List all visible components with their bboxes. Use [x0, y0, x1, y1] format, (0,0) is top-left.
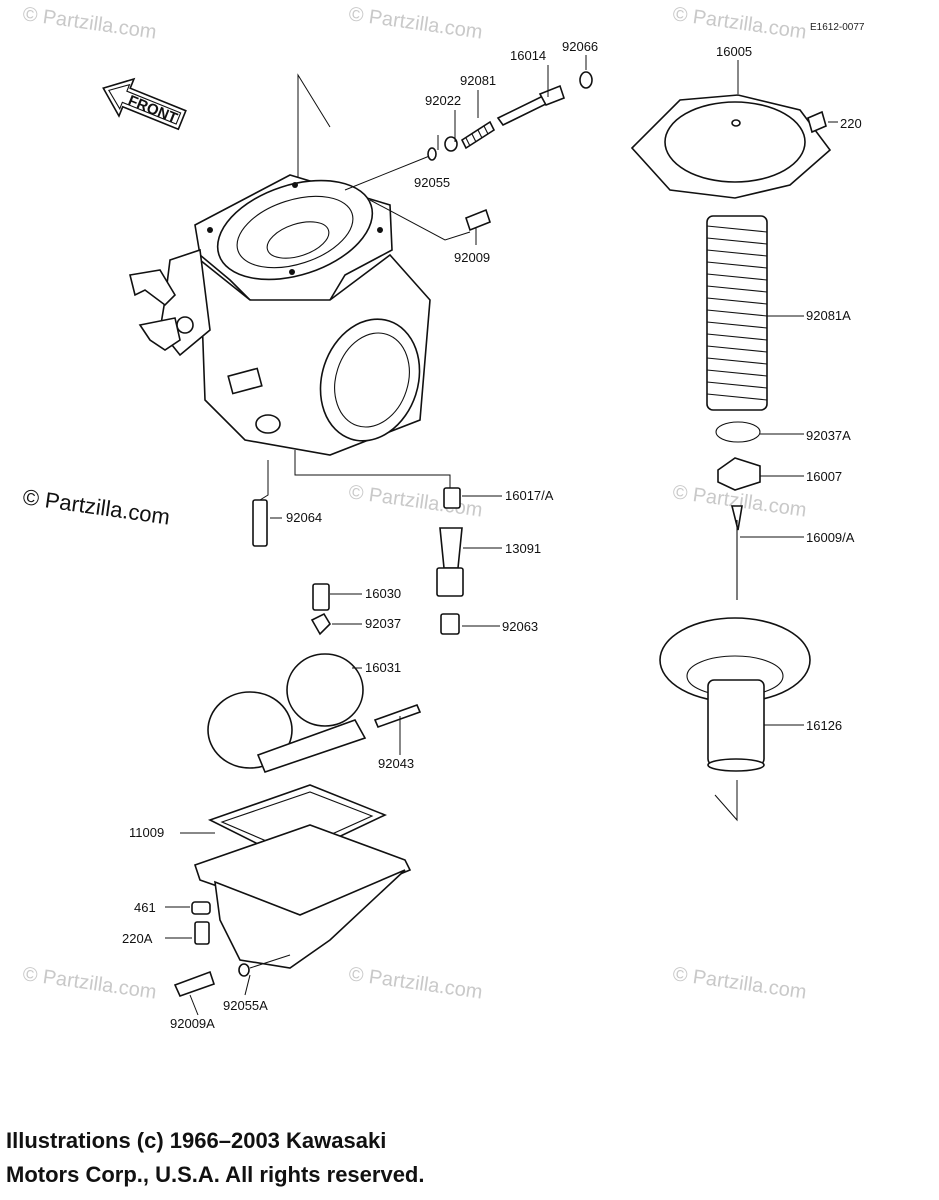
part-label-16017a: 16017/A [505, 488, 554, 503]
watermark-text: © Partzilla.com [21, 484, 171, 529]
watermark-text: © Partzilla.com [671, 963, 808, 1004]
watermark-text: © Partzilla.com [347, 481, 484, 522]
part-label-92064: 92064 [286, 510, 322, 525]
part-label-220: 220 [840, 116, 862, 131]
part-label-16014: 16014 [510, 48, 546, 63]
front-arrow-icon: FRONT [102, 77, 187, 131]
part-label-16030: 16030 [365, 586, 401, 601]
part-label-92066: 92066 [562, 39, 598, 54]
part-label-92081a: 92081A [806, 308, 851, 323]
part-label-220a: 220A [122, 931, 153, 946]
mixture-screw-assembly [427, 71, 593, 232]
float-assembly [207, 653, 422, 773]
part-label-92043: 92043 [378, 756, 414, 771]
jet-assembly [252, 487, 464, 636]
watermark-text: © Partzilla.com [21, 3, 158, 44]
drawing-code: E1612-0077 [810, 22, 865, 33]
spring-icon [706, 215, 768, 411]
watermark-text: © Partzilla.com [347, 963, 484, 1004]
part-label-92063: 92063 [502, 619, 538, 634]
part-label-92055: 92055 [414, 175, 450, 190]
part-label-92009a: 92009A [170, 1016, 215, 1031]
part-label-16009a: 16009/A [806, 530, 855, 545]
watermark-text: © Partzilla.com [671, 3, 808, 44]
part-label-92037a: 92037A [806, 428, 851, 443]
watermark-text: © Partzilla.com [347, 3, 484, 44]
part-label-92037: 92037 [365, 616, 401, 631]
part-label-92081: 92081 [460, 73, 496, 88]
part-label-13091: 13091 [505, 541, 541, 556]
part-label-11009: 11009 [129, 825, 164, 840]
part-labels: 16005 220 92081A 92037A 16007 16009/A 16… [122, 39, 862, 1031]
copyright-line-1: Illustrations (c) 1966–2003 Kawasaki [6, 1128, 387, 1153]
part-label-92022: 92022 [425, 93, 461, 108]
copyright-line-2: Motors Corp., U.S.A. All rights reserved… [6, 1162, 425, 1187]
part-label-16007: 16007 [806, 469, 842, 484]
part-label-461: 461 [134, 900, 156, 915]
part-label-16005: 16005 [716, 44, 752, 59]
part-label-92055a: 92055A [223, 998, 268, 1013]
part-label-16126: 16126 [806, 718, 842, 733]
watermark-text: © Partzilla.com [21, 963, 158, 1004]
carburetor-body [129, 174, 431, 456]
part-label-16031: 16031 [365, 660, 401, 675]
part-label-92009: 92009 [454, 250, 490, 265]
float-bowl [173, 784, 412, 997]
slide-assembly [630, 94, 832, 772]
